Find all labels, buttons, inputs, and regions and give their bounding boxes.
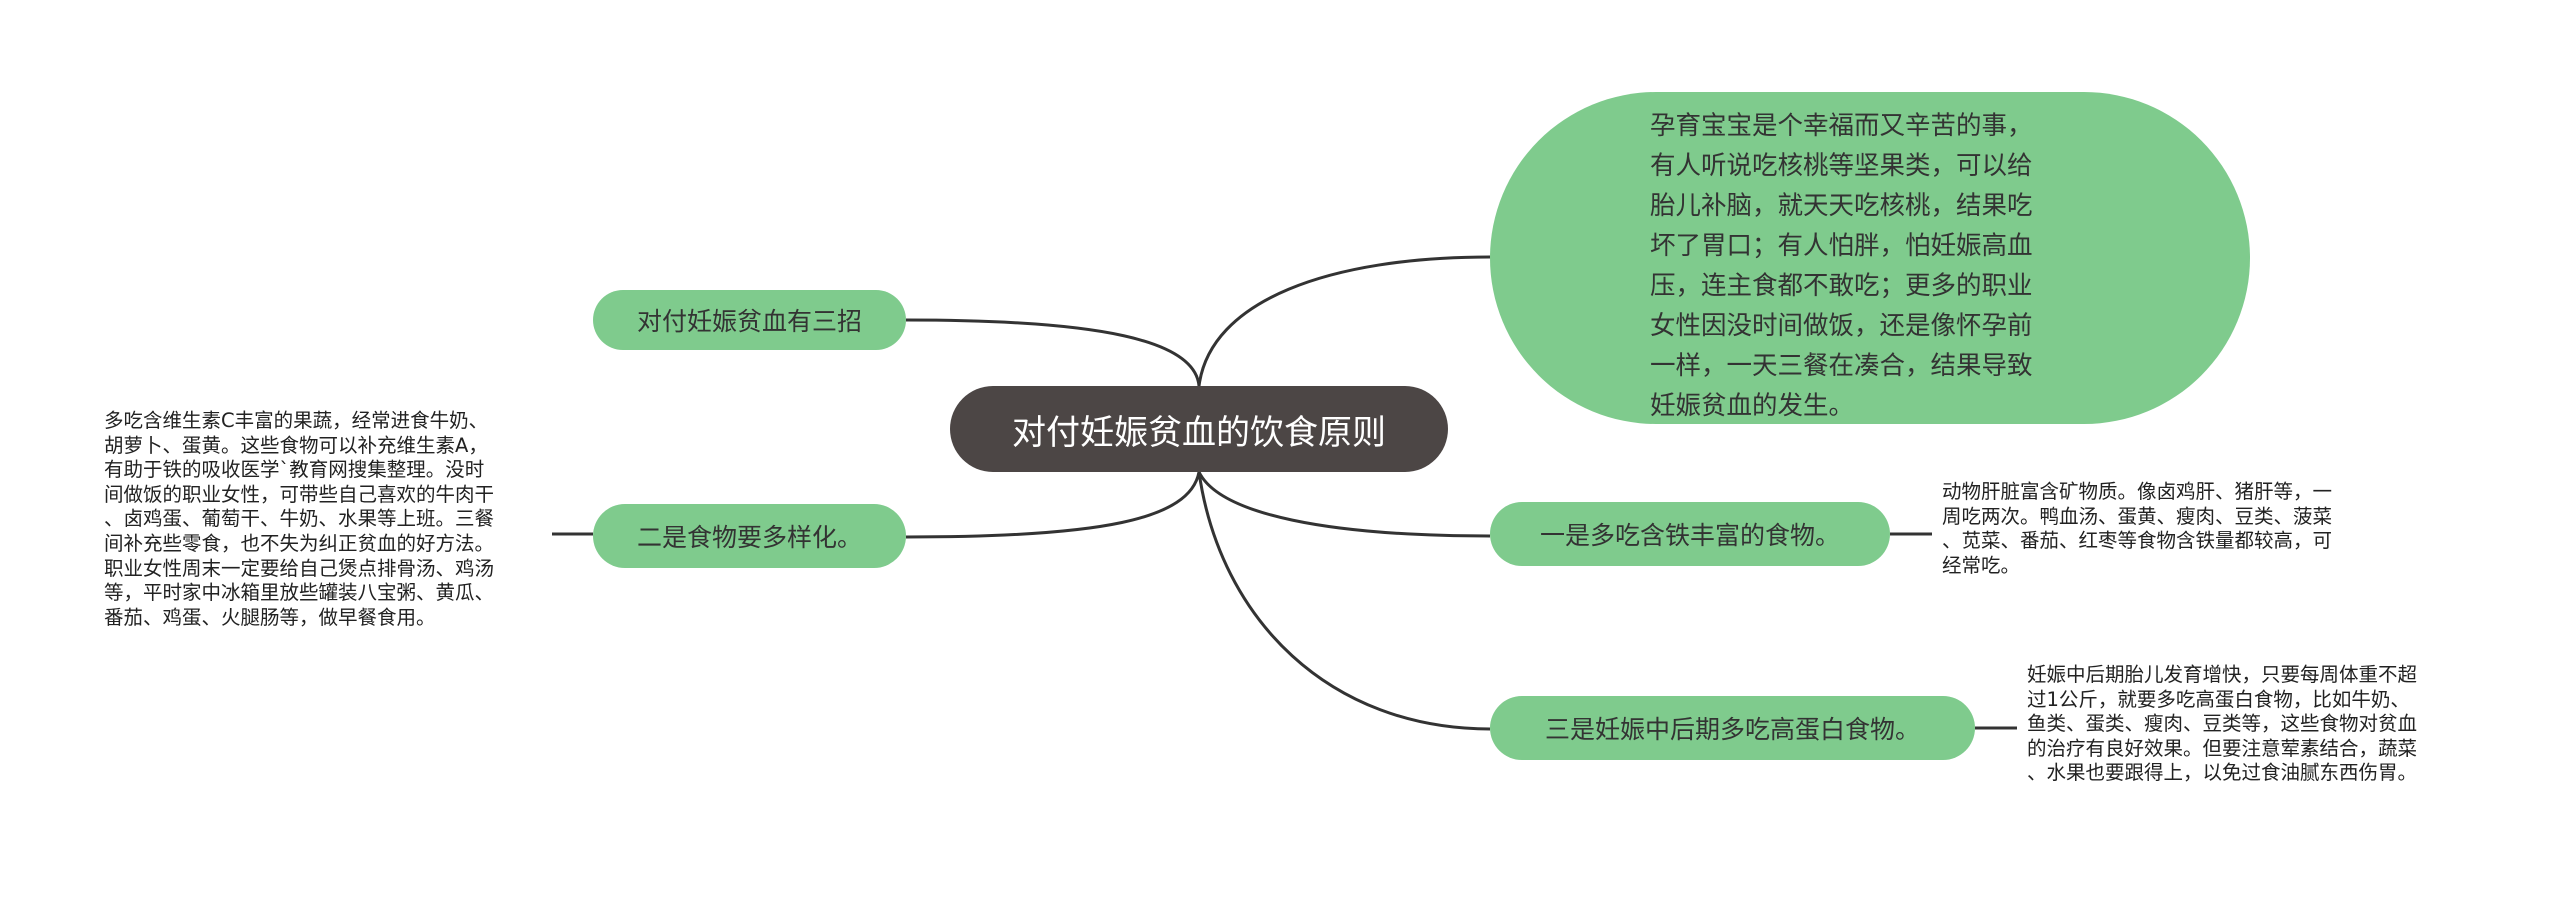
branch-iron[interactable]: 一是多吃含铁丰富的食物。 [1490, 502, 1890, 566]
note-line: 间做饭的职业女性，可带些自己喜欢的牛肉干 [104, 482, 495, 506]
note-variety: 多吃含维生素C丰富的果蔬，经常进食牛奶、 胡萝卜、蛋黄。这些食物可以补充维生素A… [104, 409, 494, 630]
link-root-iron [1197, 471, 1491, 538]
link-root-protein [1197, 471, 1491, 731]
note-line: 周吃两次。鸭血汤、蛋黄、瘦肉、豆类、菠菜 [1942, 504, 2333, 528]
note-line: 妊娠中后期胎儿发育增快，只要每周体重不超 [2027, 663, 2418, 686]
root-label: 对付妊娠贫血的饮食原则 [1012, 412, 1386, 453]
branch-protein[interactable]: 三是妊娠中后期多吃高蛋白食物。 [1490, 696, 1975, 760]
link-root-variety [905, 471, 1201, 539]
intro-line: 女性因没时间做饭，还是像怀孕前 [1650, 311, 2033, 341]
branch-iron-label: 一是多吃含铁丰富的食物。 [1539, 521, 1840, 550]
note-line: 职业女性周末一定要给自己煲点排骨汤、鸡汤 [104, 556, 495, 580]
note-line: 、水果也要跟得上，以免过食油腻东西伤胃。 [2027, 761, 2418, 785]
note-protein: 妊娠中后期胎儿发育增快，只要每周体重不超 过1公斤，就要多吃高蛋白食物，比如牛奶… [2027, 663, 2417, 786]
branch-variety-label: 二是食物要多样化。 [636, 523, 862, 552]
note-line: 多吃含维生素C丰富的果蔬，经常进食牛奶、 [104, 409, 489, 432]
link-root-intro [1197, 255, 1491, 387]
intro-line: 有人听说吃核桃等坚果类，可以给 [1650, 151, 2033, 181]
note-iron: 动物肝脏富含矿物质。像卤鸡肝、猪肝等，一 周吃两次。鸭血汤、蛋黄、瘦肉、豆类、菠… [1942, 480, 2332, 578]
intro-line: 胎儿补脑，就天天吃核桃，结果吃 [1650, 191, 2033, 221]
root-node[interactable]: 对付妊娠贫血的饮食原则 [950, 386, 1448, 472]
intro-line: 孕育宝宝是个幸福而又辛苦的事， [1650, 111, 2033, 141]
note-line: 鱼类、蛋类、瘦肉、豆类等，这些食物对贫血 [2027, 712, 2418, 736]
branch-protein-label: 三是妊娠中后期多吃高蛋白食物。 [1544, 715, 1920, 744]
note-line: 番茄、鸡蛋、火腿肠等，做早餐食用。 [104, 605, 436, 629]
intro-line: 坏了胃口；有人怕胖，怕妊娠高血 [1650, 231, 2033, 261]
note-line: 经常吃。 [1942, 553, 2021, 577]
branch-three-tips-label: 对付妊娠贫血有三招 [636, 307, 862, 336]
note-line: 胡萝卜、蛋黄。这些食物可以补充维生素A， [104, 433, 488, 457]
intro-line: 压，连主食都不敢吃；更多的职业 [1650, 271, 2033, 301]
note-line: 、卤鸡蛋、葡萄干、牛奶、水果等上班。三餐 [104, 507, 495, 531]
note-line: 、苋菜、番茄、红枣等食物含铁量都较高，可 [1942, 529, 2333, 553]
branch-three-tips[interactable]: 对付妊娠贫血有三招 [593, 290, 906, 350]
note-line: 等，平时家中冰箱里放些罐装八宝粥、黄瓜、 [104, 581, 495, 605]
intro-line: 一样，一天三餐在凑合，结果导致 [1650, 351, 2033, 381]
note-line: 间补充些零食，也不失为纠正贫血的好方法。 [104, 531, 495, 555]
link-root-three-tips [905, 318, 1201, 387]
note-line: 动物肝脏富含矿物质。像卤鸡肝、猪肝等，一 [1942, 480, 2333, 503]
note-line: 过1公斤，就要多吃高蛋白食物，比如牛奶、 [2027, 687, 2410, 711]
branch-variety[interactable]: 二是食物要多样化。 [593, 504, 906, 568]
intro-node[interactable]: 孕育宝宝是个幸福而又辛苦的事， 有人听说吃核桃等坚果类，可以给 胎儿补脑，就天天… [1490, 92, 2250, 424]
note-line: 的治疗有良好效果。但要注意荤素结合，蔬菜 [2027, 736, 2418, 760]
intro-line: 妊娠贫血的发生。 [1650, 391, 1855, 421]
note-line: 有助于铁的吸收医学`教育网搜集整理。没时 [104, 458, 485, 482]
